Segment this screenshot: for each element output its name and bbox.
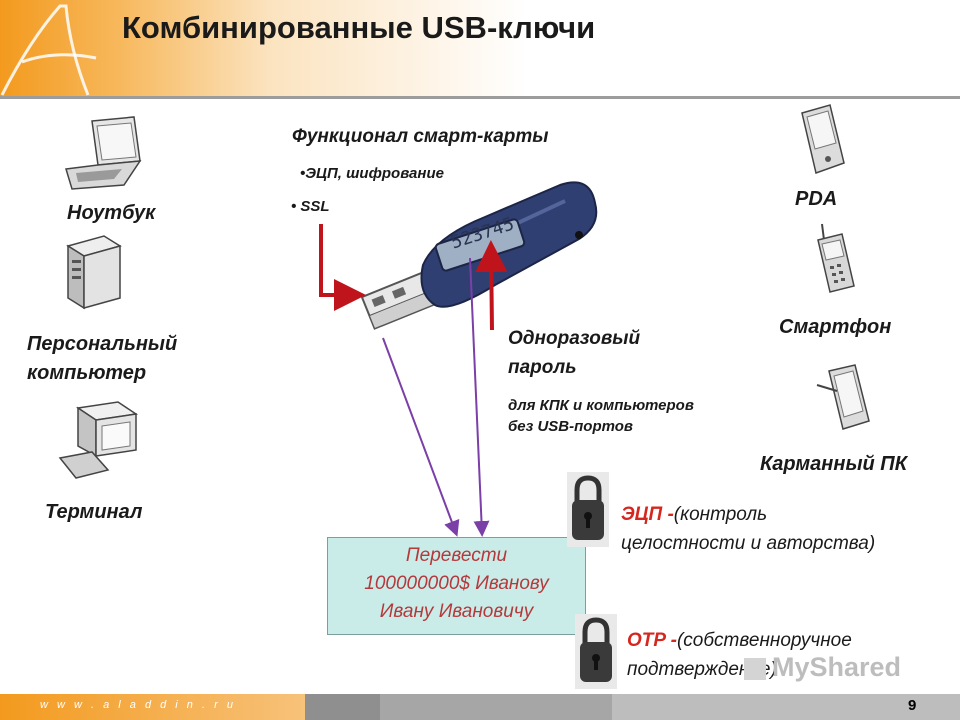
watermark-icon bbox=[744, 657, 766, 680]
page-title: Комбинированные USB-ключи bbox=[122, 10, 596, 45]
otp-desc-line2: без USB-портов bbox=[508, 418, 633, 435]
footer-url[interactable]: w w w . a l a d d i n . r u bbox=[40, 699, 236, 711]
pocket-pc-label: Карманный ПК bbox=[760, 453, 907, 475]
terminal-icon bbox=[58, 401, 139, 479]
watermark-text: MyShared bbox=[772, 652, 902, 682]
otp-desc-line1: для КПК и компьютеров bbox=[508, 397, 694, 414]
aladdin-logo-icon bbox=[0, 4, 97, 96]
smartcard-bullet-ssl: • SSL bbox=[291, 198, 330, 215]
otp-description-line2: подтверждение) bbox=[627, 659, 777, 680]
transaction-line1: Перевести bbox=[405, 545, 508, 566]
pc-label-line1: Персональный bbox=[27, 333, 178, 355]
smartcard-title: Функционал смарт-карты bbox=[292, 126, 549, 147]
transaction-box bbox=[327, 537, 586, 635]
ecp-description-line2: целостности и авторства) bbox=[621, 533, 876, 554]
terminal-label: Терминал bbox=[45, 501, 143, 523]
pda-label: PDA bbox=[795, 188, 838, 210]
footer-orange-segment bbox=[0, 694, 305, 720]
footer-segment bbox=[380, 694, 612, 720]
pocket-pc-icon bbox=[816, 364, 870, 430]
pda-icon bbox=[801, 104, 845, 174]
header-divider bbox=[0, 96, 960, 99]
page-number: 9 bbox=[908, 697, 917, 714]
usb-to-box-arrow bbox=[382, 337, 460, 537]
header-band bbox=[0, 0, 960, 97]
footer-segment bbox=[305, 694, 380, 720]
otp-description-line1: OTP -(собственноручное bbox=[627, 626, 852, 655]
padlock-otp-icon bbox=[575, 614, 617, 689]
laptop-label: Ноутбук bbox=[67, 202, 156, 224]
ecp-description-line1: ЭЦП -(контроль bbox=[621, 500, 767, 529]
otp-arrow bbox=[475, 240, 508, 331]
smartphone-icon bbox=[817, 223, 855, 293]
pc-tower-icon bbox=[66, 235, 122, 310]
transaction-line3: Ивану Ивановичу bbox=[379, 601, 534, 622]
pc-label-line2: компьютер bbox=[27, 362, 147, 384]
otp-title-line2: пароль bbox=[508, 357, 577, 378]
display-to-box-arrow bbox=[469, 257, 490, 537]
padlock-ecp-icon bbox=[567, 472, 609, 547]
smartphone-label: Смартфон bbox=[779, 316, 892, 338]
transaction-line2: 100000000$ Иванову bbox=[364, 573, 549, 594]
otp-label: OTP - bbox=[627, 630, 677, 651]
smartcard-bullet-ecp: •ЭЦП, шифрование bbox=[300, 165, 444, 182]
otp-text1: (собственноручное bbox=[676, 630, 852, 651]
ecp-text1: (контроль bbox=[673, 504, 768, 525]
watermark: MyShared bbox=[744, 652, 901, 683]
ecp-label: ЭЦП - bbox=[621, 504, 674, 525]
laptop-icon bbox=[65, 116, 142, 190]
ssl-arrow bbox=[319, 224, 366, 311]
footer-bar: w w w . a l a d d i n . r u 9 bbox=[0, 694, 960, 720]
otp-title-line1: Одноразовый bbox=[508, 328, 641, 349]
transaction-text: Перевести 100000000$ Иванову Ивану Ивано… bbox=[327, 542, 586, 626]
